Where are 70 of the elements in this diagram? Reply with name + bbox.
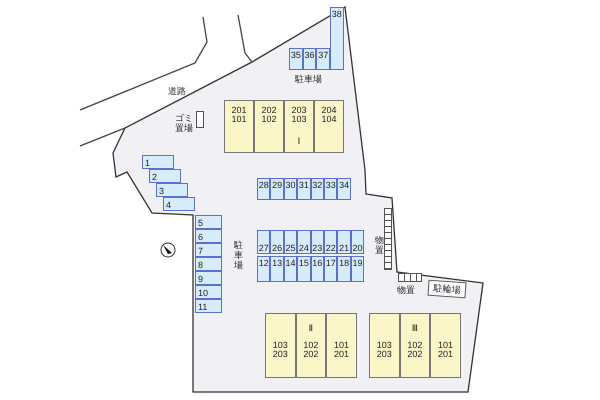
parking-space: 3 <box>156 183 188 197</box>
area-label: 物置 <box>397 285 415 295</box>
parking-space: 19 <box>350 256 364 282</box>
apartment-unit <box>224 100 254 153</box>
area-label: ゴミ置場 <box>175 113 194 133</box>
apartment-unit <box>284 100 314 153</box>
parking-space: 37 <box>316 48 330 70</box>
parking-space: 32 <box>310 178 324 200</box>
parking-space: 8 <box>195 257 222 271</box>
parking-space: 27 <box>257 230 270 254</box>
parking-space: 11 <box>195 299 222 313</box>
apartment-unit <box>314 100 344 153</box>
parking-space: 15 <box>297 256 311 282</box>
parking-space: 36 <box>302 48 316 70</box>
storage-shed <box>384 208 392 270</box>
unit-label: 204 104 <box>320 106 338 124</box>
unit-label: 101 201 <box>332 341 350 359</box>
parking-space: 31 <box>297 178 311 200</box>
parking-space: 38 <box>330 7 344 70</box>
parking-space: 35 <box>289 48 303 70</box>
parking-space: 25 <box>284 230 298 254</box>
apartment-unit <box>430 313 461 378</box>
parking-space: 7 <box>195 243 222 257</box>
parking-space: 12 <box>257 256 270 282</box>
unit-label: 202 102 <box>260 106 278 124</box>
parking-space: 9 <box>195 271 222 285</box>
area-label: 駐車場 <box>295 74 322 84</box>
parking-space: 13 <box>270 256 284 282</box>
road-label: 道路 <box>168 86 186 96</box>
apartment-unit <box>296 313 326 378</box>
parking-space: 1 <box>142 155 174 169</box>
parking-space: 22 <box>324 230 338 254</box>
apartment-unit <box>265 313 296 378</box>
unit-label: 103 203 <box>272 341 289 359</box>
unit-label: Ⅰ <box>296 137 302 146</box>
area-label: 駐車場 <box>234 240 244 270</box>
unit-label: 201 101 <box>230 106 248 124</box>
garbage-station-box <box>196 111 204 128</box>
parking-space: 2 <box>149 169 181 183</box>
apartment-unit <box>326 313 357 378</box>
parking-space: 10 <box>195 285 222 299</box>
unit-label: 102 202 <box>302 341 320 359</box>
unit-label: Ⅱ <box>308 324 314 333</box>
unit-label: Ⅲ <box>410 324 419 333</box>
parking-space: 33 <box>324 178 338 200</box>
parking-space: 20 <box>350 230 364 254</box>
parking-space: 17 <box>324 256 338 282</box>
parking-space: 16 <box>310 256 324 282</box>
apartment-unit <box>369 313 400 378</box>
storage-shed <box>398 273 422 282</box>
parking-space: 34 <box>337 178 351 200</box>
parking-space: 6 <box>195 229 222 243</box>
parking-space: 29 <box>270 178 284 200</box>
parking-space: 21 <box>337 230 351 254</box>
parking-space: 23 <box>310 230 324 254</box>
apartment-unit <box>400 313 430 378</box>
parking-space: 28 <box>257 178 270 200</box>
unit-label: 101 201 <box>436 341 454 359</box>
apartment-unit <box>254 100 284 153</box>
unit-label: 203 103 <box>290 106 308 124</box>
parking-space: 18 <box>337 256 351 282</box>
parking-space: 26 <box>270 230 284 254</box>
unit-label: 103 203 <box>376 341 393 359</box>
parking-space: 14 <box>284 256 298 282</box>
parking-space: 30 <box>284 178 298 200</box>
area-label: 物置 <box>375 235 385 255</box>
unit-label: 102 202 <box>406 341 424 359</box>
parking-space: 4 <box>163 197 195 211</box>
parking-space: 24 <box>297 230 311 254</box>
parking-space: 5 <box>195 215 222 229</box>
